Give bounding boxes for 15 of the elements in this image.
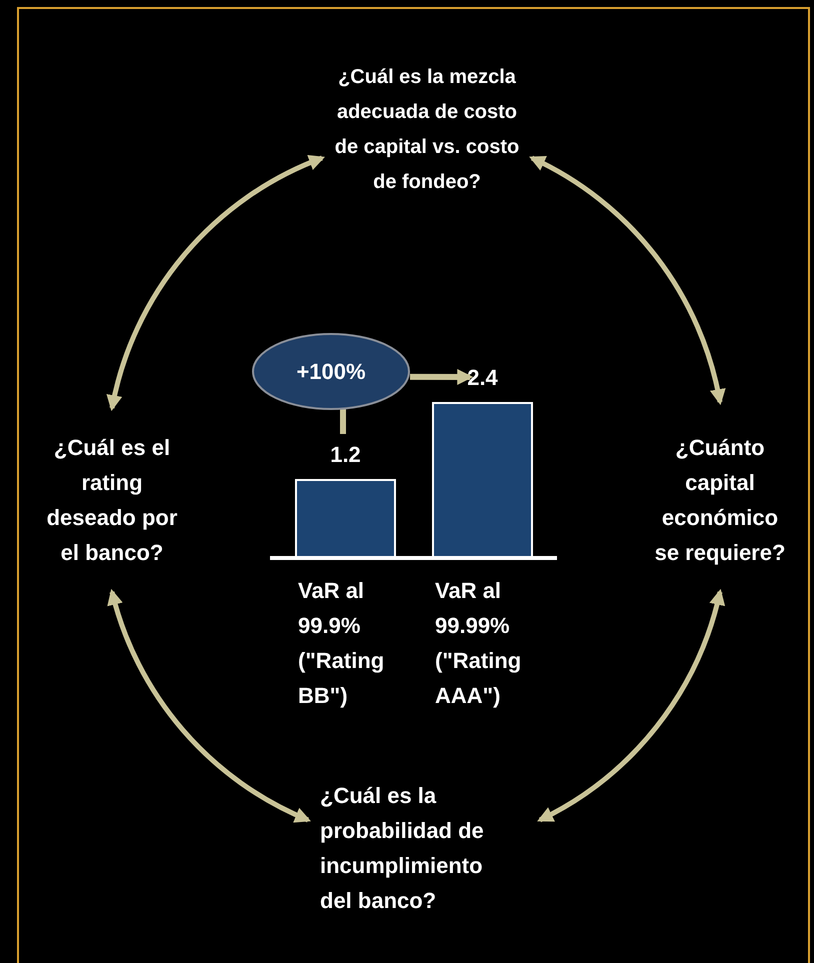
arrow — [108, 588, 311, 822]
value-label: 1.2 — [329, 442, 362, 468]
category-label: VaR al 99.99% ("Rating AAA") — [435, 577, 522, 710]
percent-label: +100% — [295, 358, 367, 386]
arrow — [107, 156, 325, 412]
connector-line — [340, 408, 346, 434]
question-text: ¿Cuánto capital económico se requiere? — [654, 434, 786, 567]
value-label: 2.4 — [466, 365, 499, 391]
question-text: ¿Cuál es la probabilidad de incumplimiento del banco? — [320, 782, 485, 915]
arrow — [537, 588, 724, 822]
question-text: ¿Cuál es la mezcla adecuada de costo de capital vs. costo de fondeo? — [334, 65, 520, 195]
category-label: VaR al 99.9% ("Rating BB") — [298, 577, 386, 710]
arrow — [529, 156, 725, 406]
arrow — [410, 368, 474, 385]
question-text: ¿Cuál es el rating deseado por el banco? — [46, 434, 178, 567]
